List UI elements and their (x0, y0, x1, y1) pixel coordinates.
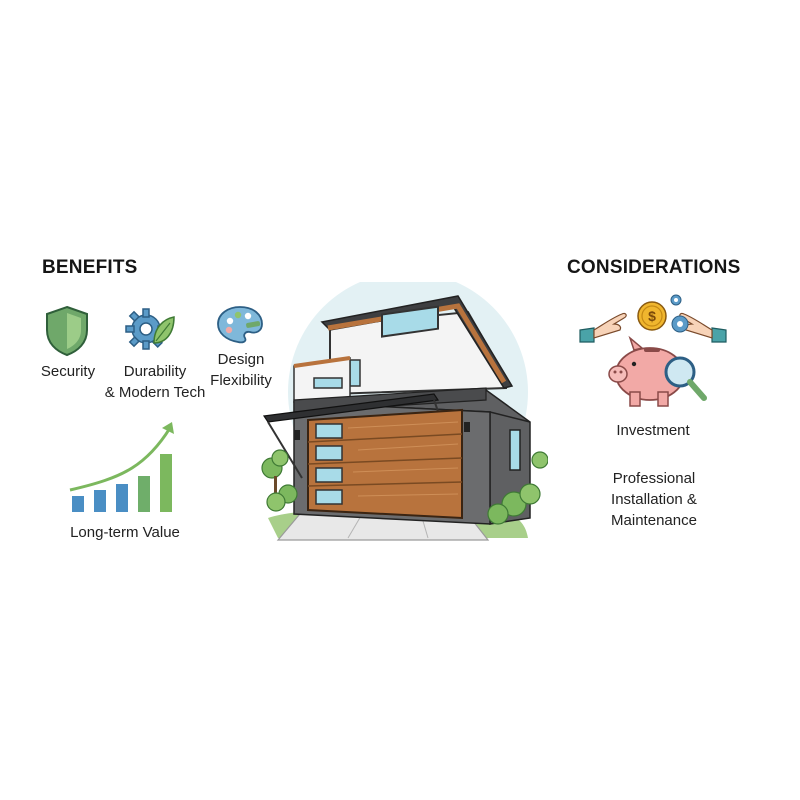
piggy-bank-icon (604, 330, 710, 410)
installation-maintenance-label: Professional Installation & Maintenance (611, 470, 697, 529)
considerations-heading: CONSIDERATIONS (567, 257, 741, 278)
palette-icon (216, 304, 264, 344)
growth-chart-icon (66, 418, 186, 516)
benefits-heading: BENEFITS (42, 257, 138, 278)
long-term-value-label: Long-term Value (70, 524, 180, 541)
gear-leaf-icon (124, 305, 176, 353)
design-flexibility-label: Design Flexibility (210, 351, 272, 389)
svg-text:$: $ (648, 308, 656, 324)
shield-icon (44, 305, 90, 357)
hands-coin-gear-icon: $ (578, 290, 728, 350)
durability-label: Durability & Modern Tech (104, 363, 206, 401)
investment-label: Investment (616, 422, 690, 439)
security-label: Security (40, 363, 96, 380)
house-illustration (258, 282, 548, 544)
